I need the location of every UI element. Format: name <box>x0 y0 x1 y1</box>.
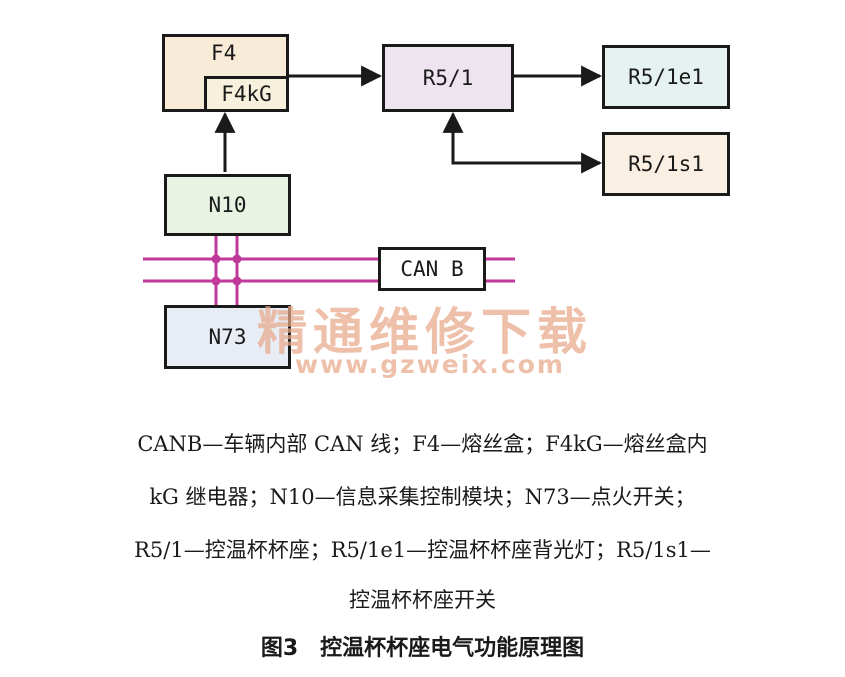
node-n10: N10 <box>164 174 291 236</box>
figure-title: 图3 控温杯杯座电气功能原理图 <box>260 636 585 661</box>
watermark-text: 精通维修下载 <box>257 303 593 361</box>
node-r51: R5/1 <box>382 44 514 112</box>
node-n10-label: N10 <box>208 193 247 217</box>
node-r51-label: R5/1 <box>422 66 474 90</box>
caption-line-1: CANB—车辆内部 CAN 线；F4—熔丝盒；F4kG—熔丝盒内 <box>137 432 708 456</box>
node-r51e1-label: R5/1e1 <box>628 65 704 89</box>
node-canb: CAN B <box>378 247 486 291</box>
node-canb-label: CAN B <box>400 257 464 281</box>
node-n73: N73 <box>164 305 291 369</box>
caption-line-3: R5/1—控温杯杯座；R5/1e1—控温杯杯座背光灯；R5/1s1— <box>134 538 711 562</box>
node-n73-label: N73 <box>208 325 247 349</box>
caption-line-4: 控温杯杯座开关 <box>349 588 496 612</box>
node-f4kg: F4kG <box>204 76 289 112</box>
node-r51e1: R5/1e1 <box>602 45 730 109</box>
node-f4kg-label: F4kG <box>221 82 272 106</box>
caption-line-2: kG 继电器；N10—信息采集控制模块；N73—点火开关； <box>149 485 696 509</box>
node-r51s1-label: R5/1s1 <box>628 152 704 176</box>
node-f4-label: F4 <box>211 41 237 65</box>
watermark-url: www.gzweix.com <box>295 350 565 379</box>
node-r51s1: R5/1s1 <box>602 132 730 196</box>
arrow-r51-to-r51s1 <box>442 111 603 174</box>
